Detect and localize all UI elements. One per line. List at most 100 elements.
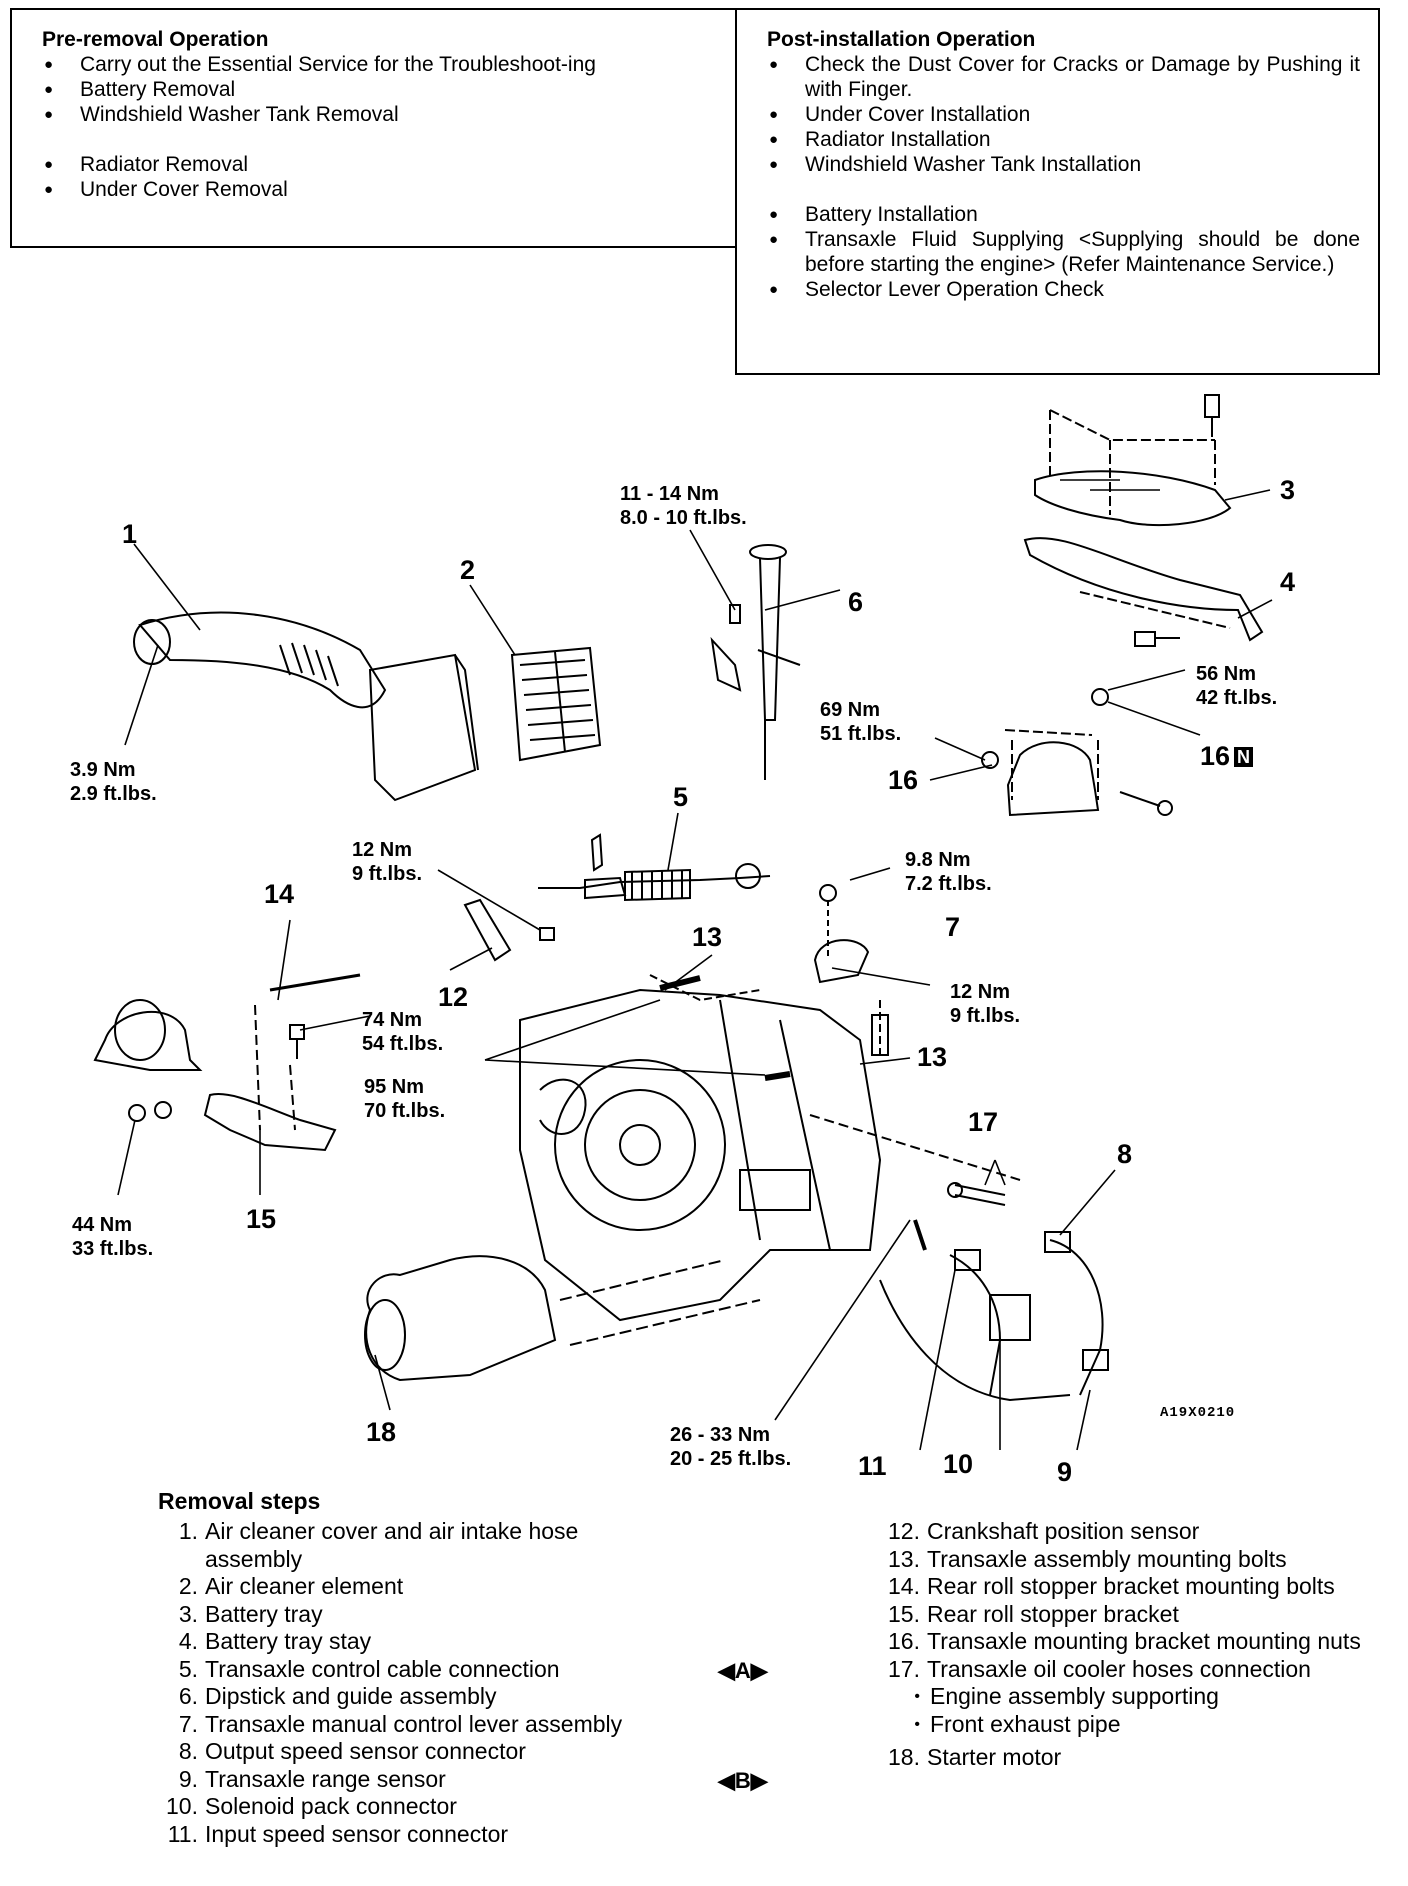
- post-installation-item: Selector Lever Operation Check: [767, 277, 1360, 302]
- part-number-16: 16: [888, 765, 919, 795]
- post-installation-item: Battery Installation: [767, 202, 1360, 227]
- pre-removal-operation-box: Pre-removal Operation Carry out the Esse…: [10, 8, 748, 248]
- torque-value: 3.9 Nm: [70, 759, 136, 781]
- removal-step: 4.Battery tray stay: [158, 1628, 678, 1656]
- step-text: Solenoid pack connector: [205, 1793, 457, 1819]
- oil-cooler-hoses: [809, 1114, 1021, 1206]
- step-text: Battery tray stay: [205, 1628, 372, 1654]
- removal-step: 1.Air cleaner cover and air intake hose …: [158, 1518, 678, 1573]
- part-number-4: 4: [1280, 567, 1296, 597]
- pre-removal-item: Carry out the Essential Service for the …: [42, 52, 728, 77]
- part-number-18: 18: [366, 1417, 397, 1447]
- part-number-6: 6: [848, 587, 864, 617]
- dipstick-and-guide: [710, 544, 801, 780]
- post-installation-item: Transaxle Fluid Supplying <Supplying sho…: [767, 227, 1360, 277]
- part-number-5: 5: [673, 782, 689, 812]
- transaxle-control-cable: [538, 833, 771, 902]
- step-number: 1.: [178, 1518, 198, 1544]
- battery-tray-stay: [1023, 537, 1264, 647]
- part-number-11: 11: [858, 1451, 887, 1481]
- crankshaft-position-sensor: [463, 898, 555, 962]
- torque-value: 33 ft.lbs.: [72, 1238, 154, 1260]
- step-text: Front exhaust pipe: [930, 1710, 1121, 1737]
- removal-step: 2.Air cleaner element: [158, 1573, 678, 1601]
- wiring-harness: [879, 1219, 1109, 1402]
- transaxle-case: [519, 974, 882, 1322]
- step-text: Transaxle range sensor: [205, 1765, 446, 1792]
- mounting-bolts: [659, 975, 889, 1081]
- step-text: Crankshaft position sensor: [927, 1518, 1200, 1544]
- torque-value: 9.8 Nm: [905, 849, 971, 871]
- post-installation-item: Radiator Installation: [767, 127, 1360, 152]
- leader-lines: [117, 489, 1273, 1451]
- part-number-12: 12: [438, 982, 469, 1012]
- exploded-view-diagram: [93, 394, 1273, 1451]
- removal-step: 10. Solenoid pack connector: [158, 1793, 678, 1821]
- post-installation-item: Check the Dust Cover for Cracks or Damag…: [767, 52, 1360, 102]
- step-number: 11.: [167, 1820, 198, 1847]
- part-number-8: 8: [1117, 1139, 1133, 1169]
- removal-steps-title: Removal steps: [158, 1488, 321, 1514]
- step-number: 8.: [178, 1738, 198, 1764]
- step-text: Transaxle oil cooler hoses connection: [927, 1655, 1311, 1682]
- step-number: 6.: [178, 1683, 198, 1709]
- removal-step: 5. Transaxle control cable connection: [158, 1656, 678, 1684]
- torque-value: 56 Nm: [1196, 663, 1257, 685]
- step-text: Rear roll stopper bracket: [927, 1600, 1179, 1627]
- removal-step: 11.Input speed sensor connector: [158, 1821, 678, 1849]
- removal-step: 17. Transaxle oil cooler hoses connection: [880, 1656, 1408, 1684]
- torque-value: 8.0 - 10 ft.lbs.: [620, 507, 747, 529]
- part-number-2: 2: [460, 555, 476, 585]
- step-text: Transaxle manual control lever assembly: [205, 1710, 623, 1737]
- removal-step: 7.Transaxle manual control lever assembl…: [158, 1711, 678, 1739]
- post-installation-title: Post-installation Operation: [767, 28, 1036, 51]
- step-number: 15.: [888, 1600, 920, 1627]
- torque-value: 11 - 14 Nm: [620, 483, 719, 505]
- transaxle-mounting-bracket: [981, 688, 1173, 817]
- torque-value: 7.2 ft.lbs.: [905, 873, 992, 895]
- removal-step: 18. Starter motor: [880, 1744, 1408, 1772]
- step-text: Starter motor: [927, 1744, 1062, 1770]
- step-number: 13.: [888, 1545, 920, 1572]
- step-number: •: [914, 1688, 920, 1705]
- removal-step: 14.Rear roll stopper bracket mounting bo…: [880, 1573, 1408, 1601]
- part-number-14: 14: [264, 879, 295, 909]
- torque-value: 69 Nm: [820, 699, 881, 721]
- step-number: 17.: [888, 1655, 920, 1682]
- post-installation-list: Check the Dust Cover for Cracks or Damag…: [767, 52, 1360, 302]
- removal-step: 6.Dipstick and guide assembly: [158, 1683, 678, 1711]
- step-number: 16.: [888, 1628, 920, 1654]
- removal-step: •Front exhaust pipe: [880, 1711, 1408, 1739]
- figure-id: A19X0210: [1160, 1405, 1236, 1421]
- part-number-3: 3: [1280, 475, 1296, 505]
- removal-step: • Engine assembly supporting: [880, 1683, 1408, 1711]
- step-number: 3.: [178, 1600, 198, 1627]
- air-intake-hose-assembly: [133, 611, 479, 802]
- step-number: 5.: [178, 1655, 198, 1682]
- part-number-1: 1: [122, 519, 138, 549]
- part-number-13: 13: [917, 1042, 948, 1072]
- torque-value: 20 - 25 ft.lbs.: [670, 1448, 792, 1470]
- step-text: Transaxle assembly mounting bolts: [927, 1545, 1287, 1572]
- step-text: Output speed sensor connector: [205, 1738, 526, 1764]
- torque-value: 9 ft.lbs.: [950, 1005, 1021, 1027]
- step-number: 10.: [166, 1793, 198, 1819]
- pre-removal-item: Battery Removal: [42, 77, 728, 102]
- torque-value: 51 ft.lbs.: [820, 723, 902, 745]
- removal-step: 13. Transaxle assembly mounting bolts: [880, 1546, 1408, 1574]
- step-text: Transaxle control cable connection: [205, 1655, 560, 1682]
- part-number-10: 10: [943, 1449, 974, 1479]
- part-number-15: 15: [246, 1204, 277, 1234]
- torque-value: 12 Nm: [950, 981, 1011, 1003]
- step-number: 18.: [888, 1744, 920, 1770]
- step-text: Engine assembly supporting: [930, 1683, 1219, 1709]
